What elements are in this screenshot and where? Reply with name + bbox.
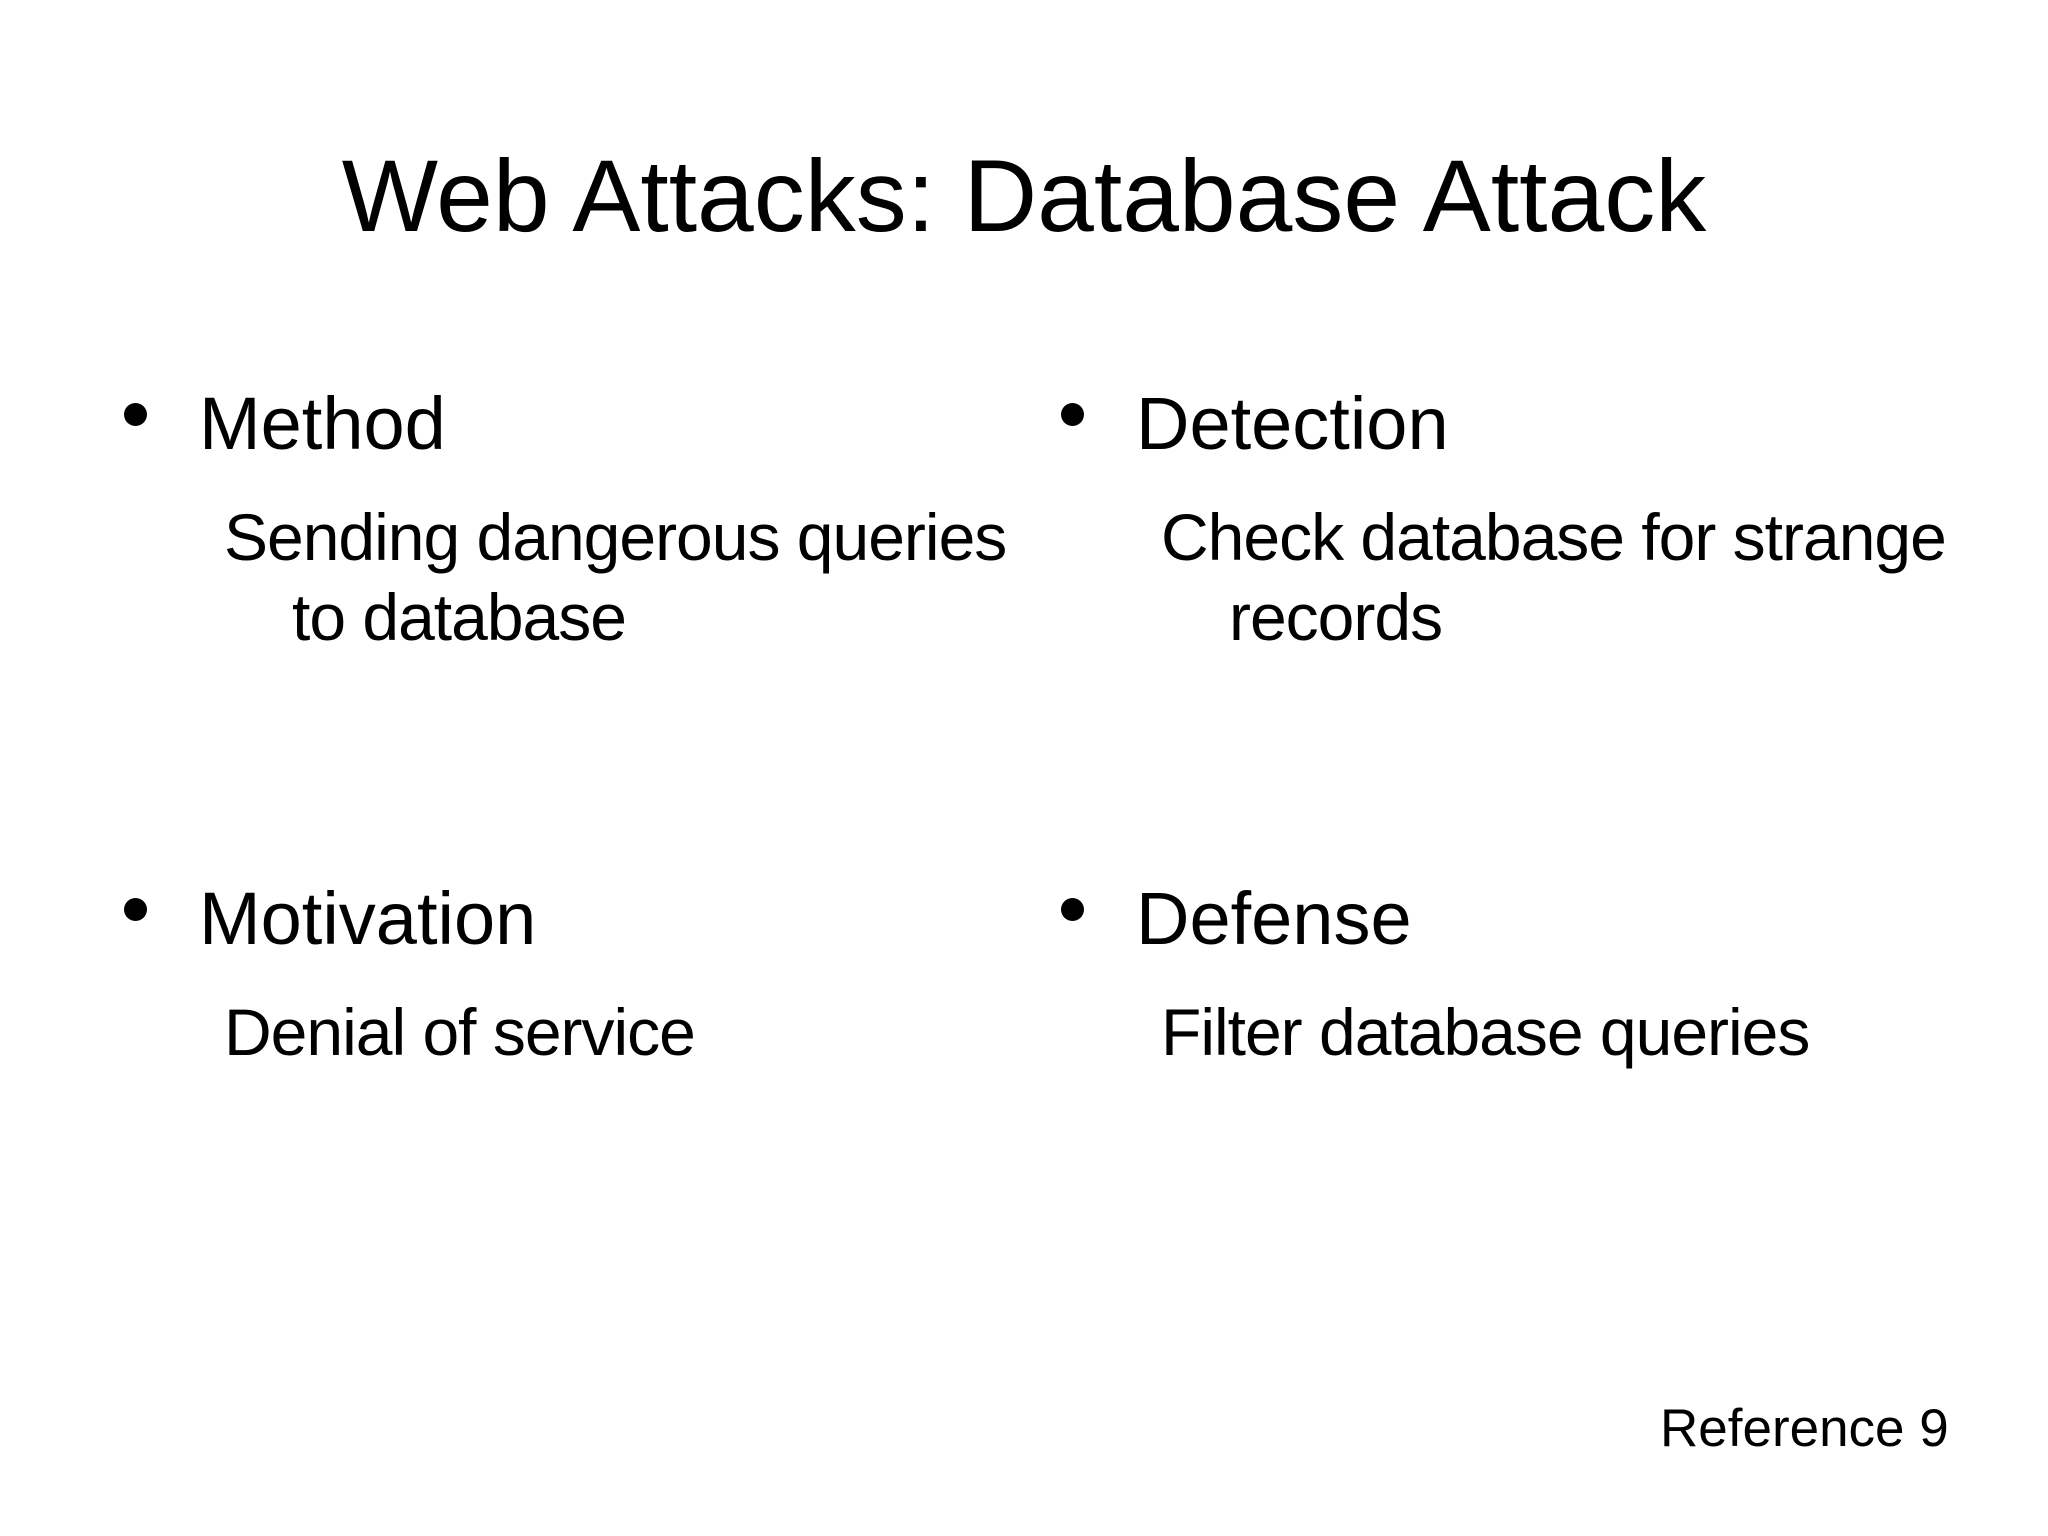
detail-line: to database (292, 580, 627, 654)
detail-line: records (1229, 580, 1443, 654)
bullet-block-method: Method Sending dangerous queries to data… (124, 387, 1074, 657)
bullet-heading-method: Method (199, 382, 446, 465)
bullet-block-defense: Defense Filter database queries (1061, 882, 2011, 1072)
reference-label: Reference 9 (1660, 1399, 1949, 1458)
bullet-block-motivation: Motivation Denial of service (124, 882, 1074, 1072)
bullet-heading-detection: Detection (1136, 382, 1449, 465)
bullet-block-detection: Detection Check database for strange rec… (1061, 387, 2011, 657)
bullet-marker (124, 403, 147, 426)
bullet-detail-motivation: Denial of service (224, 992, 1074, 1072)
bullet-detail-detection: Check database for strange records (1161, 497, 2011, 657)
bullet-marker (1061, 403, 1084, 426)
detail-line: Filter database queries (1161, 995, 1810, 1069)
detail-line: Denial of service (224, 995, 696, 1069)
bullet-heading-defense: Defense (1136, 877, 1412, 960)
bullet-detail-method: Sending dangerous queries to database (224, 497, 1074, 657)
bullet-marker (1061, 898, 1084, 921)
slide-title: Web Attacks: Database Attack (341, 139, 1707, 253)
bullet-detail-defense: Filter database queries (1161, 992, 2011, 1072)
bullet-heading-motivation: Motivation (199, 877, 537, 960)
detail-line: Check database for strange (1161, 500, 1947, 574)
detail-line: Sending dangerous queries (224, 500, 1007, 574)
bullet-marker (124, 898, 147, 921)
